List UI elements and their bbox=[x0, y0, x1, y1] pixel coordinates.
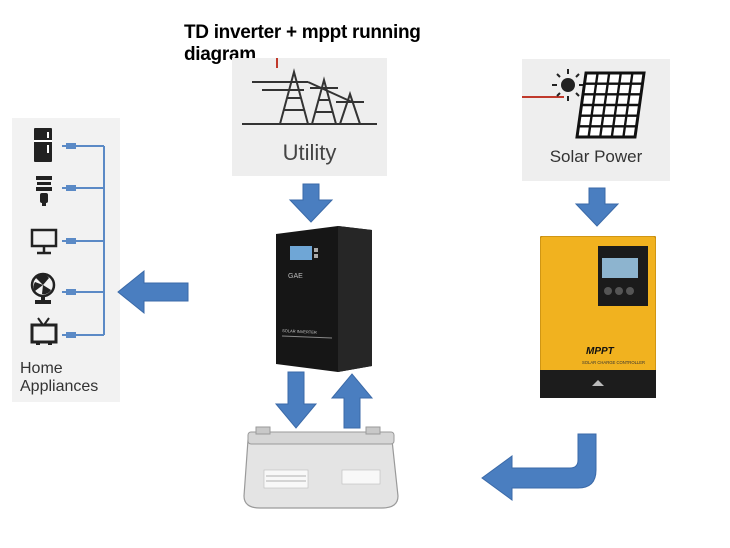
fridge-icon bbox=[34, 128, 52, 162]
arrow-inverter-to-battery bbox=[274, 371, 318, 429]
power-tower-icon bbox=[242, 58, 377, 125]
inverter-brand: GAE bbox=[288, 273, 303, 280]
light-bulb-icon bbox=[36, 176, 52, 206]
inverter-display bbox=[290, 246, 312, 260]
plug-icon bbox=[66, 185, 76, 191]
arrow-controller-to-battery bbox=[481, 433, 597, 501]
appliances-label-line2: Appliances bbox=[20, 378, 99, 395]
arrow-solar-to-controller bbox=[574, 187, 620, 227]
fan-icon bbox=[30, 272, 56, 304]
appliances-label: Home Appliances bbox=[20, 360, 98, 396]
utility-node: Utility bbox=[232, 58, 387, 176]
arrow-utility-to-inverter bbox=[288, 183, 334, 223]
plug-icon bbox=[66, 332, 76, 338]
solar-panel-icon bbox=[522, 69, 646, 139]
utility-label: Utility bbox=[282, 140, 337, 165]
tv-icon bbox=[30, 317, 58, 345]
monitor-icon bbox=[30, 228, 58, 255]
controller-brand: MPPT bbox=[586, 346, 615, 357]
plug-icon bbox=[66, 289, 76, 295]
controller-subtitle: SOLAR CHARGE CONTROLLER bbox=[582, 360, 645, 365]
inverter-node: GAE SOLAR INVERTER bbox=[276, 226, 372, 372]
plug-icon bbox=[66, 238, 76, 244]
battery-node bbox=[243, 426, 399, 509]
arrow-inverter-to-appliances bbox=[117, 269, 189, 315]
arrow-battery-to-inverter bbox=[330, 373, 374, 429]
solar-node: Solar Power bbox=[522, 59, 670, 181]
controller-display bbox=[602, 258, 638, 278]
solar-label: Solar Power bbox=[549, 147, 643, 166]
inverter-model-text: SOLAR INVERTER bbox=[282, 328, 317, 335]
appliances-label-line1: Home bbox=[20, 360, 63, 377]
appliances-node bbox=[12, 118, 120, 402]
plug-icon bbox=[66, 143, 76, 149]
